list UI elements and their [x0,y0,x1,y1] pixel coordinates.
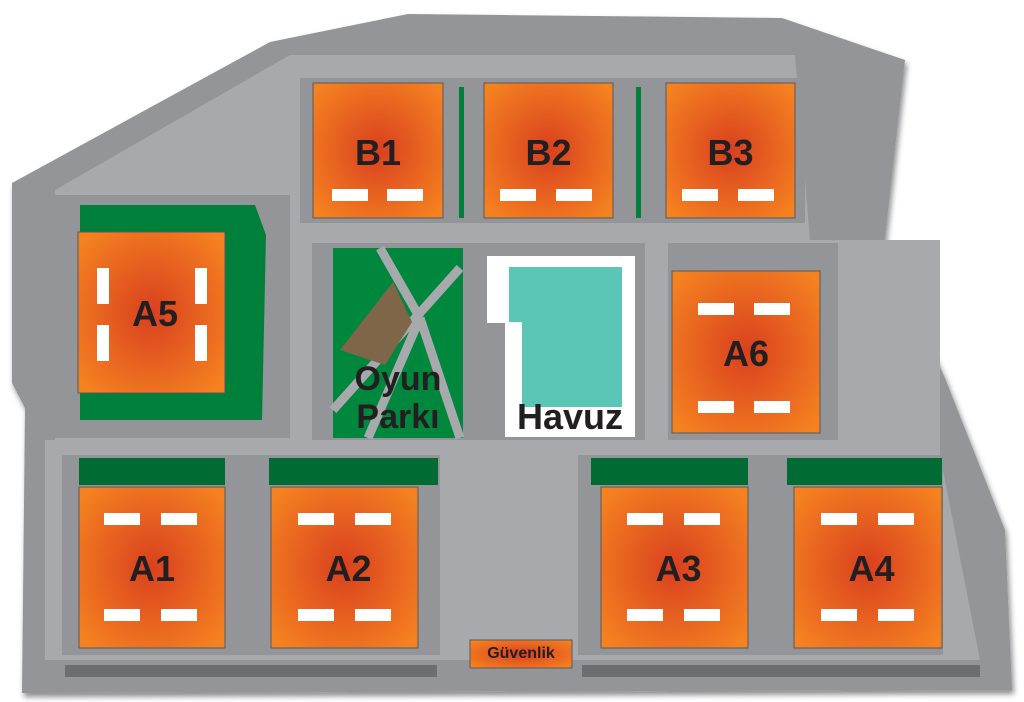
label-a6: A6 [722,333,770,374]
green-strip-a2 [269,458,438,485]
playground-sand [340,282,412,365]
green-strip [459,87,464,218]
building-a5[interactable] [77,231,226,394]
building-a2[interactable] [270,486,419,649]
label-playground-line1: Oyun [354,360,442,398]
green-strip-a3 [591,458,748,485]
security-booth[interactable] [469,639,573,669]
entrance-markers [97,189,914,621]
building-a4[interactable] [793,486,943,649]
parking-strip-right [582,665,980,677]
green-strip [636,87,641,218]
pool [509,267,622,407]
label-a2: A2 [325,548,372,589]
label-b2: B2 [525,132,572,173]
label-b3: B3 [707,132,754,173]
label-a5: A5 [131,293,179,334]
parking-strip-left [65,665,437,677]
label-security: Güvenlik [487,645,555,662]
label-playground-line2: Parkı [356,398,440,436]
label-b1: B1 [354,132,402,173]
building-a3[interactable] [600,486,749,649]
building-a6[interactable] [671,270,821,434]
green-strip-a1 [79,458,225,485]
label-a4: A4 [848,548,895,589]
label-pool: Havuz [516,396,624,437]
label-a3: A3 [655,548,702,589]
label-playground: Oyun Parkı [333,360,463,436]
green-strip-a4 [787,458,942,485]
label-a1: A1 [128,548,176,589]
building-a1[interactable] [78,486,226,649]
